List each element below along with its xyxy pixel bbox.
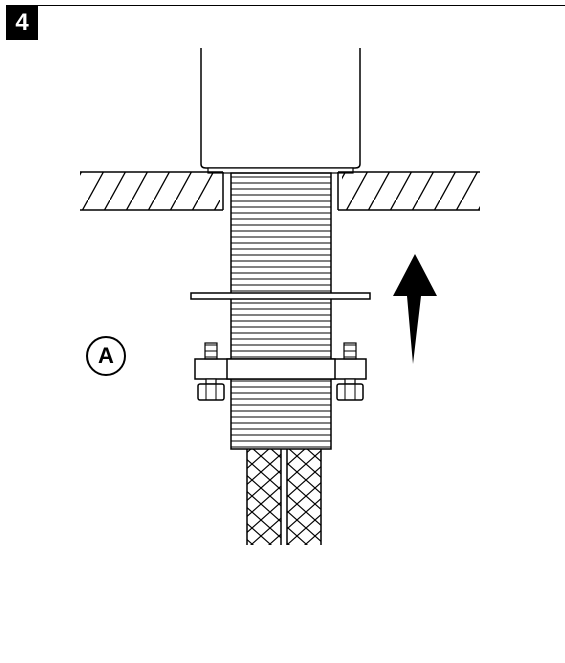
threaded-shank [230, 172, 332, 450]
mounting-bracket [194, 358, 367, 380]
mounting-washer [190, 292, 371, 300]
left-mounting-bolt [197, 342, 225, 401]
countertop-section [80, 171, 480, 211]
supply-hoses [246, 449, 322, 545]
faucet-body [200, 48, 361, 174]
right-mounting-bolt [336, 342, 364, 401]
header-rule [6, 5, 565, 6]
up-arrow-icon [393, 254, 437, 364]
step-number-badge: 4 [6, 6, 38, 40]
callout-a: A [86, 336, 126, 376]
